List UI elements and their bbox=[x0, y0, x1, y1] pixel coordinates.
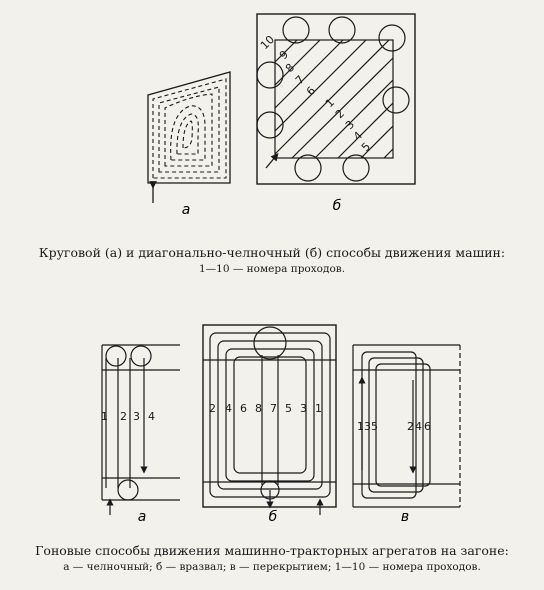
entry-arrow bbox=[265, 153, 279, 169]
pass-number: 2 bbox=[120, 410, 127, 423]
figure-2b-split bbox=[202, 324, 337, 515]
pass-number: 8 bbox=[283, 61, 297, 75]
pass-number: 7 bbox=[293, 73, 307, 87]
pass-number: 2 bbox=[333, 107, 347, 121]
pass-number: 4 bbox=[415, 420, 422, 433]
pass-number: 6 bbox=[240, 402, 247, 415]
pass-number: 3 bbox=[300, 402, 307, 415]
pass-number: 5 bbox=[359, 140, 373, 154]
figure-2-caption-line1: Гоновые способы движения машинно-трактор… bbox=[35, 543, 509, 558]
figure-2a-label: а bbox=[138, 509, 147, 525]
figure-1a-circular bbox=[147, 71, 231, 203]
figure-1-caption-line2: 1—10 — номера проходов. bbox=[198, 263, 346, 275]
pass-number: 6 bbox=[304, 84, 318, 98]
figure-2-caption-line2: а — челночный; б — вразвал; в — перекрыт… bbox=[63, 561, 481, 573]
figure-2v-pass-numbers: 1 3 5 2 4 6 bbox=[357, 420, 431, 433]
inner-field bbox=[274, 39, 394, 159]
figure-2a-shuttle bbox=[101, 344, 180, 515]
pass-number: 2 bbox=[209, 402, 216, 415]
figure-2v-label: в bbox=[401, 509, 409, 525]
pass-number: 1 bbox=[101, 410, 108, 423]
outer-field bbox=[256, 13, 416, 185]
spiral-paths bbox=[152, 78, 227, 179]
pass-number: 4 bbox=[148, 410, 155, 423]
pass-number: 2 bbox=[407, 420, 414, 433]
figure-1b-label: б bbox=[333, 198, 342, 214]
pass-number: 7 bbox=[270, 402, 277, 415]
pass-number: 1 bbox=[323, 96, 337, 110]
pass-number: 1 bbox=[315, 402, 322, 415]
field-trapezoid bbox=[147, 71, 231, 184]
figure-1-caption: Круговой (а) и диагонально-челночный (б)… bbox=[0, 245, 544, 277]
figure-2-caption: Гоновые способы движения машинно-трактор… bbox=[0, 543, 544, 575]
pass-number: 5 bbox=[371, 420, 378, 433]
figure-2v-overlap bbox=[352, 344, 461, 508]
pass-number: 1 bbox=[357, 420, 364, 433]
figure-2b-pass-numbers: 2 4 6 8 7 5 3 1 bbox=[209, 402, 322, 415]
figure-1b-diagonal bbox=[256, 13, 416, 185]
figure-1-caption-line1: Круговой (а) и диагонально-челночный (б)… bbox=[38, 245, 506, 260]
pass-number: 10 bbox=[258, 33, 277, 52]
pass-number: 6 bbox=[424, 420, 431, 433]
pass-number: 4 bbox=[225, 402, 232, 415]
pass-number: 8 bbox=[255, 402, 262, 415]
pass-number: 3 bbox=[133, 410, 140, 423]
figure-1a-label: а bbox=[182, 202, 191, 218]
pass-number: 5 bbox=[285, 402, 292, 415]
pass-number: 3 bbox=[364, 420, 371, 433]
figure-2a-pass-numbers: 1 2 3 4 bbox=[101, 410, 155, 423]
pass-number: 9 bbox=[277, 48, 291, 62]
figure-2b-label: б bbox=[269, 509, 278, 525]
